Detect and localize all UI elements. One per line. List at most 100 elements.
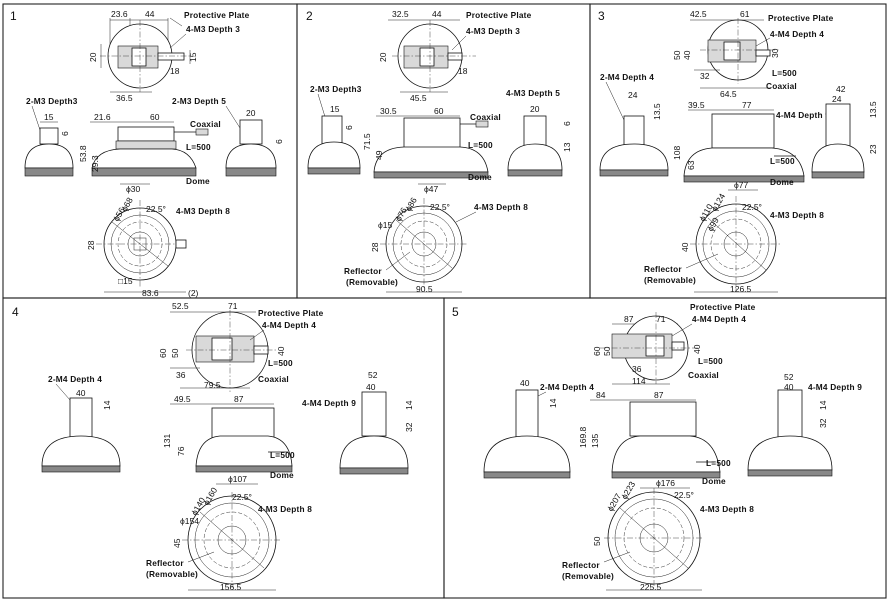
dim: 40 <box>784 382 794 392</box>
dim: 42 <box>836 84 846 94</box>
note: Protective Plate <box>258 308 324 318</box>
dim: 50 <box>592 536 602 546</box>
panel-number: 2 <box>306 9 313 23</box>
dim: 28 <box>370 242 380 252</box>
dim: 83.6 <box>142 288 159 298</box>
dim: 6 <box>562 121 572 126</box>
dim: 18 <box>170 66 180 76</box>
dim: 52 <box>368 370 378 380</box>
dim: 50 <box>602 346 612 356</box>
note: 4-M4 Depth 9 <box>302 398 356 408</box>
right-view: 4-M4 Depth 9 42 24 13.5 23 <box>776 84 878 179</box>
note: Protective Plate <box>184 10 250 20</box>
dim: ϕ15 <box>378 220 392 230</box>
dim: 87 <box>654 390 664 400</box>
note: Coaxial <box>766 81 797 91</box>
panel-number: 4 <box>12 305 19 319</box>
note: (Removable) <box>146 569 198 579</box>
note: Dome <box>468 172 492 182</box>
note: 4-M4 Depth 9 <box>808 382 862 392</box>
left-view: 2-M3 Depth3 15 6 <box>307 84 362 175</box>
note: L=500 <box>706 458 731 468</box>
panel-1: 1 23.6 44 20 15 18 36.5 Protective Plate… <box>10 9 284 298</box>
dim: ϕ176 <box>656 478 675 488</box>
dim: 6 <box>60 131 70 136</box>
note: (Removable) <box>562 571 614 581</box>
dim: 126.5 <box>730 284 752 294</box>
dim: 87 <box>234 394 244 404</box>
dim: 84 <box>596 390 606 400</box>
dim: 71 <box>656 314 666 324</box>
dim: 36 <box>176 370 186 380</box>
dim: 44 <box>432 9 442 19</box>
dim: 60 <box>158 348 168 358</box>
front-view: 49.5 87 131 76 ϕ107 L=500 Dome <box>162 394 295 485</box>
dim: 23.6 <box>111 9 128 19</box>
dim: 169.8 <box>578 426 588 448</box>
front-view: 39.5 77 108 63 ϕ77 L=500 Dome <box>672 100 805 191</box>
note: L=500 <box>270 450 295 460</box>
dim: 40 <box>276 346 286 356</box>
dim: 40 <box>76 388 86 398</box>
note: L=500 <box>186 142 211 152</box>
note: L=500 <box>468 140 493 150</box>
dim: 50 <box>170 348 180 358</box>
note: 2-M3 Depth3 <box>310 84 362 94</box>
note: (Removable) <box>644 275 696 285</box>
bottom-view: ϕ110 ϕ124 ϕ99 22.5° 40 126.5 4-M3 Depth … <box>644 191 824 294</box>
dim: 15 <box>188 52 198 62</box>
dim: 156.5 <box>220 582 242 592</box>
dim: 24 <box>628 90 638 100</box>
left-view: 2-M4 Depth 4 40 14 <box>483 378 594 479</box>
panel-3: 3 42.5 61 50 40 32 30 64.5 Protective Pl… <box>598 9 878 294</box>
dim: ϕ30 <box>126 184 140 194</box>
dim: 53.8 <box>78 145 88 162</box>
note: L=500 <box>772 68 797 78</box>
note: 4-M3 Depth 8 <box>700 504 754 514</box>
bottom-view: ϕ140 ϕ160 ϕ154 22.5° 45 156.5 4-M3 Depth… <box>146 485 312 592</box>
note: 2-M4 Depth 4 <box>600 72 654 82</box>
note: 4-M3 Depth 3 <box>186 24 240 34</box>
dim: ϕ154 <box>180 516 199 526</box>
note: 4-M3 Depth 5 <box>506 88 560 98</box>
dim: 20 <box>246 108 256 118</box>
dim: 23 <box>868 144 878 154</box>
dim: 22.5° <box>232 492 252 502</box>
dim: 30 <box>770 48 780 58</box>
dim: 131 <box>162 434 172 448</box>
note: Reflector <box>344 266 382 276</box>
note: 4-M4 Depth 4 <box>262 320 316 330</box>
note: 4-M3 Depth 8 <box>474 202 528 212</box>
dim: 32.5 <box>392 9 409 19</box>
note: L=500 <box>770 156 795 166</box>
note: Dome <box>270 470 294 480</box>
dim: 24 <box>832 94 842 104</box>
note: 2-M3 Depth3 <box>26 96 78 106</box>
dim: 14 <box>102 400 112 410</box>
note: Dome <box>770 177 794 187</box>
dim: 13.5 <box>652 103 662 120</box>
dim: 32 <box>404 422 414 432</box>
dim: 49 <box>374 150 384 160</box>
note: (Removable) <box>346 277 398 287</box>
dim: 14 <box>818 400 828 410</box>
dim: 40 <box>692 344 702 354</box>
panel-number: 3 <box>598 9 605 23</box>
dim: 60 <box>150 112 160 122</box>
note: 4-M3 Depth 8 <box>770 210 824 220</box>
left-view: 2-M4 Depth 4 40 14 <box>41 374 121 473</box>
dim: 63 <box>686 160 696 170</box>
right-view: 4-M3 Depth 5 20 6 13 <box>506 88 572 177</box>
dim: 114 <box>632 376 646 386</box>
top-view: 23.6 44 20 15 18 36.5 Protective Plate 4… <box>88 9 250 103</box>
right-view: 2-M3 Depth 5 20 6 <box>172 96 284 177</box>
note: 2-M4 Depth 4 <box>48 374 102 384</box>
dim: 79.5 <box>204 380 221 390</box>
dim: 20 <box>88 52 98 62</box>
dim: 90.5 <box>416 284 433 294</box>
dim: 40 <box>680 242 690 252</box>
dim: 22.5° <box>674 490 694 500</box>
note: 4-M3 Depth 3 <box>466 26 520 36</box>
